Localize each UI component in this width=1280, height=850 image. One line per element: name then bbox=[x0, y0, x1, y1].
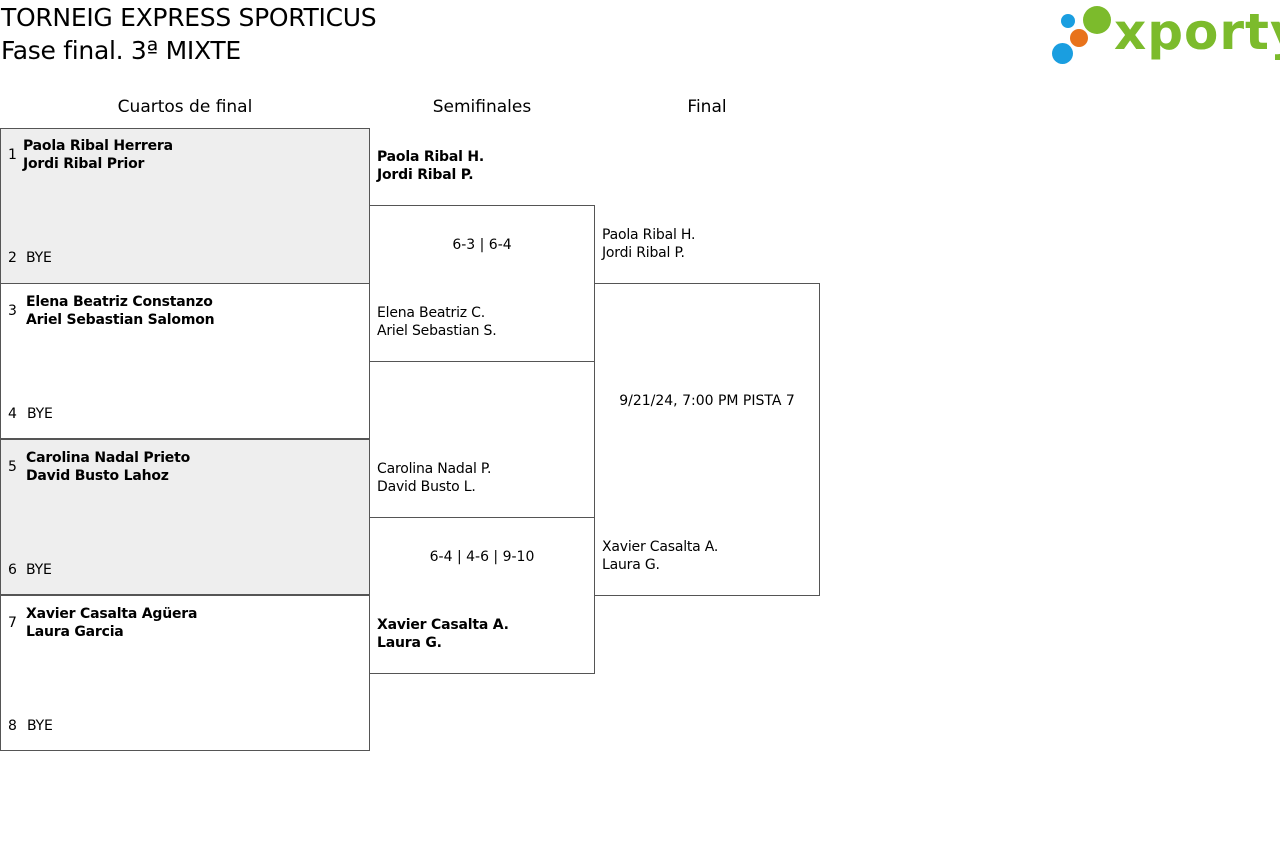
logo-dot-orange-icon bbox=[1070, 29, 1088, 47]
quarterfinal-match-1[interactable]: 1 Paola Ribal Herrera Jordi Ribal Prior … bbox=[0, 128, 370, 284]
logo-text: xporty bbox=[1114, 3, 1280, 61]
player-name: BYE bbox=[26, 250, 52, 266]
player-name: Paola Ribal H. bbox=[377, 149, 485, 165]
bye-entry: BYE bbox=[26, 561, 52, 579]
player-name: Paola Ribal H. bbox=[602, 227, 696, 243]
logo-dot-blue-small-icon bbox=[1061, 14, 1075, 28]
team-entry: Xavier Casalta Agüera Laura Garcia bbox=[26, 605, 197, 641]
player-name: David Busto L. bbox=[377, 479, 476, 495]
seed-number: 2 bbox=[8, 250, 17, 266]
player-name: Xavier Casalta A. bbox=[377, 617, 509, 633]
final-schedule-info: 9/21/24, 7:00 PM PISTA 7 bbox=[619, 393, 795, 409]
column-header-quarterfinals: Cuartos de final bbox=[117, 97, 253, 117]
player-name: Ariel Sebastian S. bbox=[377, 323, 497, 339]
semifinal-2-top-team: Carolina Nadal P. David Busto L. bbox=[377, 460, 491, 496]
team-entry: Elena Beatriz Constanzo Ariel Sebastian … bbox=[26, 293, 215, 329]
bye-entry: BYE bbox=[27, 717, 53, 735]
player-name: Laura G. bbox=[377, 635, 442, 651]
player-name: Jordi Ribal Prior bbox=[23, 156, 145, 172]
seed-number: 8 bbox=[8, 718, 17, 734]
player-name: Paola Ribal Herrera bbox=[23, 138, 173, 154]
player-name: Jordi Ribal P. bbox=[602, 245, 685, 261]
player-name: Xavier Casalta Agüera bbox=[26, 606, 198, 622]
player-name: Laura Garcia bbox=[26, 624, 124, 640]
seed-number: 7 bbox=[8, 615, 17, 631]
semifinal-2-score: 6-4 | 4-6 | 9-10 bbox=[429, 549, 535, 565]
player-name: Xavier Casalta A. bbox=[602, 539, 719, 555]
player-name: BYE bbox=[26, 562, 52, 578]
player-name: BYE bbox=[27, 406, 53, 422]
phase-subtitle: Fase final. 3ª MIXTE bbox=[1, 36, 241, 65]
bye-entry: BYE bbox=[27, 405, 53, 423]
semifinal-2-bottom-team: Xavier Casalta A. Laura G. bbox=[377, 616, 509, 652]
player-name: Ariel Sebastian Salomon bbox=[26, 312, 215, 328]
quarterfinal-match-4[interactable]: 7 Xavier Casalta Agüera Laura Garcia 8 B… bbox=[0, 595, 370, 751]
seed-number: 5 bbox=[8, 459, 17, 475]
quarterfinal-match-2[interactable]: 3 Elena Beatriz Constanzo Ariel Sebastia… bbox=[0, 283, 370, 439]
final-bottom-team: Xavier Casalta A. Laura G. bbox=[602, 538, 718, 574]
seed-number: 6 bbox=[8, 562, 17, 578]
player-name: David Busto Lahoz bbox=[26, 468, 169, 484]
semifinal-1-bottom-team: Elena Beatriz C. Ariel Sebastian S. bbox=[377, 304, 497, 340]
seed-number: 3 bbox=[8, 303, 17, 319]
player-name: Jordi Ribal P. bbox=[377, 167, 474, 183]
semifinal-1-top-team: Paola Ribal H. Jordi Ribal P. bbox=[377, 148, 484, 184]
player-name: Laura G. bbox=[602, 557, 660, 573]
final-top-team: Paola Ribal H. Jordi Ribal P. bbox=[602, 226, 695, 262]
tournament-title: TORNEIG EXPRESS SPORTICUS bbox=[1, 3, 377, 32]
seed-number: 4 bbox=[8, 406, 17, 422]
final-match[interactable] bbox=[594, 283, 820, 596]
player-name: BYE bbox=[27, 718, 53, 734]
column-header-semifinals: Semifinales bbox=[432, 97, 532, 117]
bye-entry: BYE bbox=[26, 249, 52, 267]
quarterfinal-match-3[interactable]: 5 Carolina Nadal Prieto David Busto Laho… bbox=[0, 439, 370, 595]
player-name: Carolina Nadal Prieto bbox=[26, 450, 191, 466]
player-name: Carolina Nadal P. bbox=[377, 461, 492, 477]
player-name: Elena Beatriz Constanzo bbox=[26, 294, 213, 310]
column-header-final: Final bbox=[687, 97, 727, 117]
team-entry: Carolina Nadal Prieto David Busto Lahoz bbox=[26, 449, 190, 485]
logo-dot-green-icon bbox=[1083, 6, 1111, 34]
xporty-logo: xporty bbox=[1050, 3, 1280, 68]
semifinal-1-score: 6-3 | 6-4 bbox=[452, 237, 512, 253]
logo-dot-blue-icon bbox=[1052, 43, 1073, 64]
seed-number: 1 bbox=[8, 147, 17, 163]
player-name: Elena Beatriz C. bbox=[377, 305, 486, 321]
team-entry: Paola Ribal Herrera Jordi Ribal Prior bbox=[23, 137, 173, 173]
